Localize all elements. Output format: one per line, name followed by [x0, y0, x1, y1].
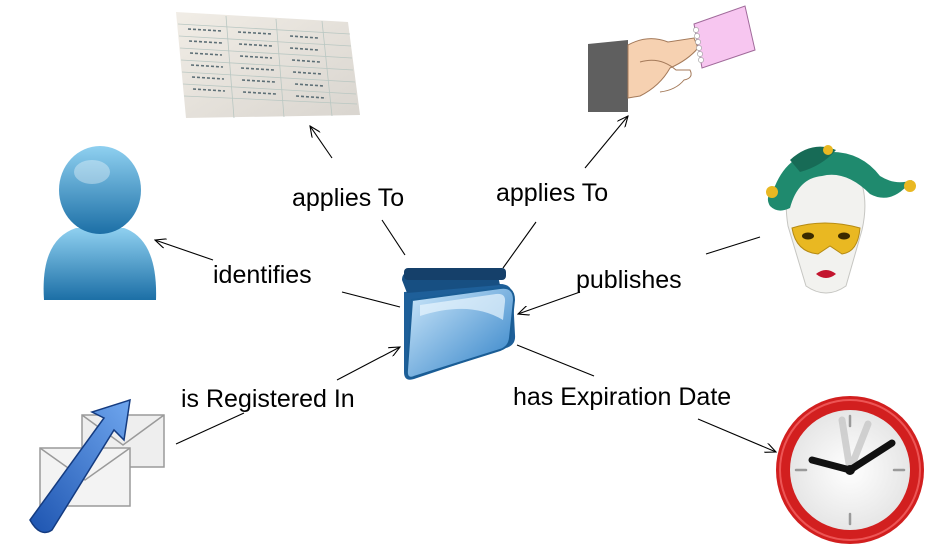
edge-applies-to-ledger: [310, 126, 406, 256]
handshake-icon: [588, 5, 756, 112]
user-icon: [43, 146, 157, 300]
edge-applies-to-handshake: [502, 116, 628, 269]
label-has-expiration-date: has Expiration Date: [513, 383, 731, 411]
clock-icon: [776, 396, 924, 544]
label-applies-to-ledger: applies To: [292, 184, 404, 212]
edge-identifies: [155, 240, 401, 308]
jester-mask-icon: [766, 145, 916, 294]
label-applies-to-handshake: applies To: [496, 179, 608, 207]
edge-is-registered-in: [175, 347, 400, 445]
ledger-spreadsheet-icon: [176, 12, 360, 119]
folder-icon: [402, 268, 516, 380]
mail-send-icon: [29, 398, 165, 534]
label-is-registered-in: is Registered In: [181, 385, 355, 413]
label-identifies: identifies: [213, 261, 312, 289]
edge-has-expiration-date: [516, 344, 776, 452]
label-publishes: publishes: [576, 266, 682, 294]
edge-publishes: [518, 236, 761, 314]
